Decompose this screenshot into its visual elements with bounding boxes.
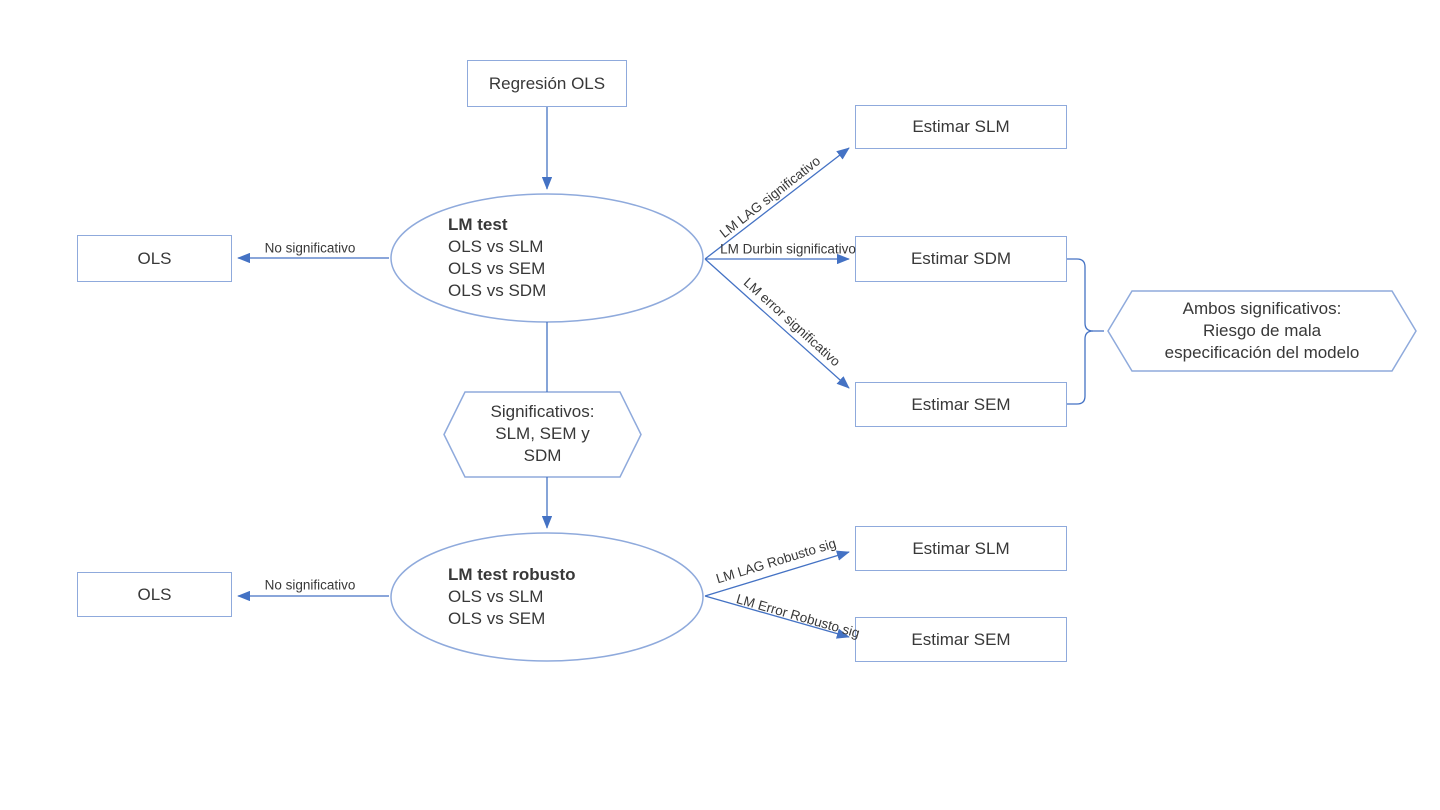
lm-test-robusto-title: LM test robusto [448, 565, 576, 584]
node-significativos-text: Significativos: SLM, SEM y SDM [444, 401, 641, 467]
node-ambos-significativos-text: Ambos significativos: Riesgo de mala esp… [1132, 298, 1392, 364]
significativos-line: SLM, SEM y [495, 424, 590, 443]
lm-test-item: OLS vs SEM [448, 259, 546, 278]
lm-test-item: OLS vs SLM [448, 237, 544, 256]
node-estimar-sdm-label: Estimar SDM [910, 249, 1012, 268]
node-estimar-slm-bottom: Estimar SLM [855, 526, 1067, 571]
lm-test-robusto-item: OLS vs SLM [448, 587, 544, 606]
ambos-line: Ambos significativos: [1182, 299, 1342, 318]
node-estimar-sem-bottom-label: Estimar SEM [911, 629, 1011, 649]
ambos-significativos-hexagon [1107, 290, 1417, 372]
connector-lmtestrobusto-to-slm [704, 550, 850, 597]
node-regresion-ols: Regresión OLS [467, 60, 627, 107]
edge-label-no-significativo-bottom: No significativo [264, 577, 356, 593]
node-estimar-sem-bottom: Estimar SEM [855, 617, 1067, 662]
node-estimar-slm-top-label: Estimar SLM [912, 117, 1010, 136]
connector-lmtest-to-slm [704, 147, 850, 260]
edge-label-lm-durbin: LM Durbin significativo [720, 241, 856, 257]
node-ols-top-label: OLS [137, 248, 172, 268]
node-regresion-ols-label: Regresión OLS [488, 73, 606, 93]
node-ols-bottom: OLS [77, 572, 232, 617]
lm-test-title: LM test [448, 215, 508, 234]
lm-test-ellipse [390, 193, 704, 323]
node-estimar-slm-bottom-label: Estimar SLM [912, 538, 1010, 558]
node-ols-bottom-label: OLS [137, 584, 172, 604]
node-estimar-sdm: Estimar SDM [855, 236, 1067, 282]
lm-test-item: OLS vs SDM [448, 281, 547, 300]
connector-lmtest-to-sem [704, 258, 850, 389]
ambos-line: especificación del modelo [1164, 343, 1360, 362]
node-ols-top: OLS [77, 235, 232, 282]
node-estimar-slm-top: Estimar SLM [855, 105, 1067, 149]
edge-label-no-significativo-top: No significativo [264, 240, 356, 256]
significativos-hexagon [443, 391, 642, 478]
ambos-line: Riesgo de mala [1202, 321, 1322, 340]
lm-test-robusto-ellipse [390, 532, 704, 662]
connector-lmtestrobusto-to-sem [704, 595, 850, 639]
node-lm-test-text: LM test OLS vs SLM OLS vs SEM OLS vs SDM [448, 214, 546, 302]
node-estimar-sem-mid: Estimar SEM [855, 382, 1067, 427]
brace-top-half [1067, 258, 1104, 332]
node-lm-test-robusto-text: LM test robusto OLS vs SLM OLS vs SEM [448, 564, 576, 630]
node-estimar-sem-mid-label: Estimar SEM [911, 394, 1011, 414]
brace-bottom-half [1067, 330, 1094, 405]
significativos-line: SDM [523, 446, 562, 465]
lm-test-robusto-item: OLS vs SEM [448, 609, 546, 628]
significativos-line: Significativos: [490, 402, 595, 421]
